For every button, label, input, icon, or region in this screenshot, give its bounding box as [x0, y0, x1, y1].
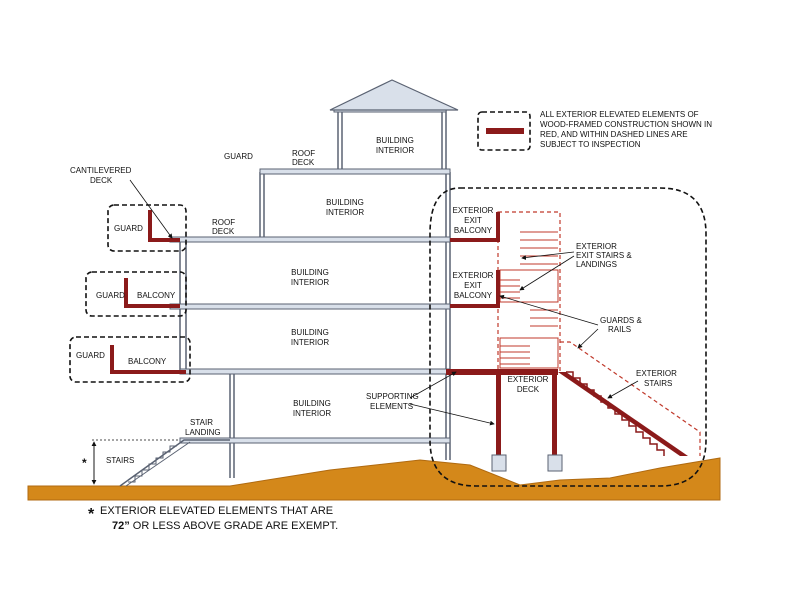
interior-label-2-2: INTERIOR [291, 338, 329, 347]
guard-label-top: GUARD [224, 152, 253, 161]
ground [27, 457, 721, 501]
cantilevered-deck-label-1: CANTILEVERED [70, 166, 132, 175]
roof-deck-top-1: ROOF [292, 149, 315, 158]
building-interior-labels: BUILDING INTERIOR BUILDING INTERIOR BUIL… [291, 136, 414, 418]
supporting-elements-label-1: SUPPORTING [366, 392, 419, 401]
exit-balcony2-label-3: BALCONY [454, 291, 493, 300]
supporting-elements-label-2: ELEMENTS [370, 402, 413, 411]
legend-line-1: ALL EXTERIOR ELEVATED ELEMENTS OF [540, 110, 699, 119]
cantilevered-deck-label-2: DECK [90, 176, 113, 185]
exit-stairs-leader-2 [519, 255, 575, 291]
interior-label-3-1: BUILDING [291, 268, 329, 277]
exit-stairs-label-2: EXIT STAIRS & [576, 251, 632, 260]
stair-landing-label-1: STAIR [190, 418, 213, 427]
exit-balcony2-label-1: EXTERIOR [453, 271, 494, 280]
exterior-stairs-leader [607, 380, 639, 399]
footnote-asterisk: * [88, 506, 95, 523]
legend-line-4: SUBJECT TO INSPECTION [540, 140, 641, 149]
exit-stairs-label-3: LANDINGS [576, 260, 617, 269]
footnote: * EXTERIOR ELEVATED ELEMENTS THAT ARE 72… [88, 505, 338, 532]
interior-label-1-2: INTERIOR [293, 409, 331, 418]
stairs-label: STAIRS [106, 456, 134, 465]
exit-balcony-label-1: EXTERIOR [453, 206, 494, 215]
roof-deck-label-2: DECK [212, 227, 235, 236]
roof-deck-label-1: ROOF [212, 218, 235, 227]
interior-label-3-2: INTERIOR [291, 278, 329, 287]
footnote-line-2: 72” OR LESS ABOVE GRADE ARE EXEMPT. [112, 520, 338, 532]
building-frame [179, 110, 451, 478]
interior-label-4-1: BUILDING [326, 198, 364, 207]
guard-label-2: GUARD [96, 291, 125, 300]
exit-balcony2-label-2: EXIT [464, 281, 482, 290]
inspection-outlines [69, 111, 707, 487]
roof [329, 79, 459, 111]
legend-line-2: WOOD-FRAMED CONSTRUCTION SHOWN IN [540, 120, 712, 129]
exit-balcony-label-3: BALCONY [454, 226, 493, 235]
guard-label-1: GUARD [114, 224, 143, 233]
left-stairs [91, 439, 230, 487]
left-balconies [110, 210, 186, 374]
balcony-label-2: BALCONY [128, 357, 167, 366]
left-labels: GUARD ROOF DECK ROOF DECK CANTILEVERED D… [70, 149, 315, 470]
guards-rails-label-2: RAILS [608, 325, 631, 334]
exit-stairs-leader-1 [521, 251, 575, 260]
interior-label-top-2: INTERIOR [376, 146, 414, 155]
guard-label-3: GUARD [76, 351, 105, 360]
legend-text: ALL EXTERIOR ELEVATED ELEMENTS OF WOOD-F… [540, 110, 712, 149]
exterior-stairs-label-2: STAIRS [644, 379, 672, 388]
balcony-label-1: BALCONY [137, 291, 176, 300]
roof-deck-top-2: DECK [292, 158, 315, 167]
interior-label-top-1: BUILDING [376, 136, 414, 145]
exit-balcony-label-2: EXIT [464, 216, 482, 225]
interior-label-4-2: INTERIOR [326, 208, 364, 217]
exterior-deck-label-1: EXTERIOR [508, 375, 549, 384]
exit-stair-tower [446, 211, 701, 472]
guards-rails-leader-2 [577, 328, 599, 349]
stair-landing-label-2: LANDING [185, 428, 221, 437]
cantilevered-deck-leader [129, 179, 173, 239]
guards-rails-label-1: GUARDS & [600, 316, 642, 325]
interior-label-2-1: BUILDING [291, 328, 329, 337]
footnote-line-1: EXTERIOR ELEVATED ELEMENTS THAT ARE [100, 505, 333, 517]
exterior-deck-label-2: DECK [517, 385, 540, 394]
guards-rails-leader-1 [499, 294, 599, 326]
exit-stairs-label-1: EXTERIOR [576, 242, 617, 251]
right-labels: EXTERIOR EXIT BALCONY EXTERIOR EXIT BALC… [366, 206, 677, 426]
footnote-line-2-rest: OR LESS ABOVE GRADE ARE EXEMPT. [130, 520, 338, 532]
interior-label-1-1: BUILDING [293, 399, 331, 408]
grade-asterisk: * [82, 456, 87, 470]
legend-line-3: RED, AND WITHIN DASHED LINES ARE [540, 130, 688, 139]
supporting-elements-leader-1 [409, 371, 457, 399]
legend-swatch [486, 128, 524, 134]
supporting-elements-leader-2 [409, 403, 495, 426]
exterior-stairs-label-1: EXTERIOR [636, 369, 677, 378]
footnote-72-inches: 72” [112, 520, 130, 532]
